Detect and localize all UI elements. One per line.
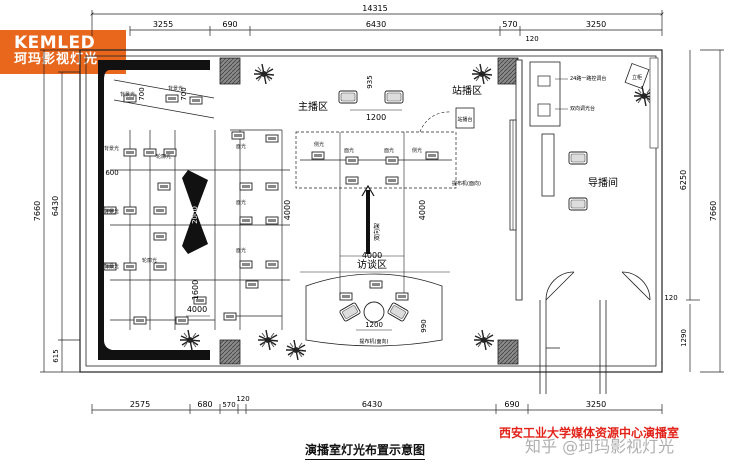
- brand-logo: KEMLED 珂玛影视灯光: [0, 30, 126, 74]
- label-station-board: 站播台: [457, 116, 472, 123]
- label-side-2: 侧光: [314, 141, 324, 148]
- lighting-rig-left: [110, 79, 290, 330]
- zone-station: 站播区: [452, 84, 482, 97]
- window-right: [649, 57, 659, 149]
- label-desk-top: 24路一路控调台: [570, 75, 606, 82]
- chair-icon: [338, 90, 404, 104]
- dim-935: 935: [366, 75, 374, 88]
- chair-icon: [568, 151, 588, 211]
- control-console: [529, 61, 561, 127]
- dim-4000-vertical-a: 4000: [283, 200, 292, 220]
- logo-brand-text: KEMLED: [14, 33, 96, 53]
- pillar-bottom-left: [219, 339, 241, 365]
- light-fixture-icon: [311, 151, 439, 185]
- interview-stage: [305, 273, 443, 347]
- dim-top-3250: 3250: [586, 20, 606, 29]
- dim-4000-left: 4000: [187, 305, 207, 314]
- door-icon: [539, 271, 651, 394]
- label-backlight-4: 背景光: [120, 91, 135, 98]
- dim-bottom-120: 120: [236, 395, 249, 403]
- desk-label: 2000: [191, 206, 199, 224]
- label-backlight-1: 背景光: [104, 145, 119, 152]
- dim-bottom-690: 690: [504, 400, 519, 409]
- top-dimensions: [90, 10, 664, 36]
- dim-top-120: 120: [525, 35, 538, 43]
- zone-host: 主播区: [298, 100, 328, 113]
- left-dimensions: [40, 49, 80, 373]
- dim-top-570: 570: [502, 20, 517, 29]
- dim-bottom-680: 680: [197, 400, 212, 409]
- label-main-5: 面光: [384, 147, 394, 154]
- dim-top-total: 14315: [362, 4, 387, 13]
- dim-left-7660: 7660: [33, 201, 42, 221]
- label-backlight-5: 背景光: [168, 85, 183, 92]
- dim-right-1290: 1290: [680, 329, 688, 347]
- dim-top-690: 690: [222, 20, 237, 29]
- dim-left-6430: 6430: [51, 196, 60, 216]
- label-prompter-top: 提布机(面向): [452, 180, 481, 187]
- center-stand: [366, 190, 370, 254]
- logo-cn-text: 珂玛影视灯光: [14, 52, 99, 67]
- dim-4000-vertical-b: 4000: [418, 200, 427, 220]
- label-backlight-3: 背景光: [104, 263, 119, 270]
- outer-walls: [79, 49, 663, 373]
- label-stand: 双向架: [373, 223, 381, 241]
- dim-bottom-6430: 6430: [362, 400, 382, 409]
- dim-1200-top: 1200: [366, 113, 386, 122]
- pillar-bottom-right: [497, 339, 519, 365]
- zone-interview: 访谈区: [357, 258, 387, 271]
- label-prompter-bottom: 提布机(面向): [360, 338, 389, 345]
- right-dimensions: [686, 49, 724, 373]
- dim-1200-mid: 1200: [365, 321, 383, 329]
- dim-top-3255: 3255: [153, 20, 173, 29]
- dim-bottom-570: 570: [222, 401, 235, 409]
- dim-left-600: 600: [105, 169, 118, 177]
- station-board: [455, 107, 475, 129]
- light-fixture-icon: [339, 280, 409, 301]
- label-side-1: 侧光: [412, 147, 422, 154]
- label-main-1: 面光: [236, 143, 246, 150]
- dim-right-120: 120: [664, 294, 677, 302]
- dim-right-6250: 6250: [679, 170, 688, 190]
- dim-bottom-3250: 3250: [586, 400, 606, 409]
- dim-left-615: 615: [52, 349, 60, 362]
- partition-wall: [515, 59, 523, 301]
- label-ring-2: 轮廓光: [142, 257, 157, 264]
- diagram-caption: 演播室灯光布置示意图: [305, 441, 426, 460]
- label-ring-1: 轮廓光: [156, 153, 171, 160]
- dim-right-7660: 7660: [709, 201, 718, 221]
- school-name: 西安工业大学媒体资源中心演播室: [499, 426, 680, 440]
- watermark-text: 知乎 @珂玛影视灯光: [525, 437, 675, 456]
- dim-bottom-2575: 2575: [130, 400, 150, 409]
- dim-1600: 1600: [191, 280, 200, 300]
- label-backlight-2: 背景光: [104, 208, 119, 215]
- dim-700-left: 700: [138, 87, 146, 100]
- label-desk-mid: 双向调光台: [570, 105, 595, 112]
- anchor-desk: [182, 170, 208, 254]
- label-main-3: 面光: [236, 247, 246, 254]
- dim-700-left-b: 700: [180, 87, 188, 100]
- label-main-2: 面光: [236, 199, 246, 206]
- cabinet: [624, 63, 650, 89]
- director-desk: [541, 133, 555, 197]
- label-main-4: 面光: [344, 147, 354, 154]
- host-lighting-area: [295, 131, 457, 189]
- zone-director: 导播间: [588, 176, 618, 189]
- pillar-top-left: [219, 57, 241, 85]
- dim-top-6430: 6430: [366, 20, 386, 29]
- bottom-dimensions: [91, 404, 663, 414]
- pillar-top-right: [497, 57, 519, 85]
- table-icon: [363, 301, 385, 323]
- dim-4000-horizontal: 4000: [362, 251, 382, 260]
- dim-990: 990: [420, 319, 428, 332]
- label-cabinet: 立柜: [632, 74, 642, 81]
